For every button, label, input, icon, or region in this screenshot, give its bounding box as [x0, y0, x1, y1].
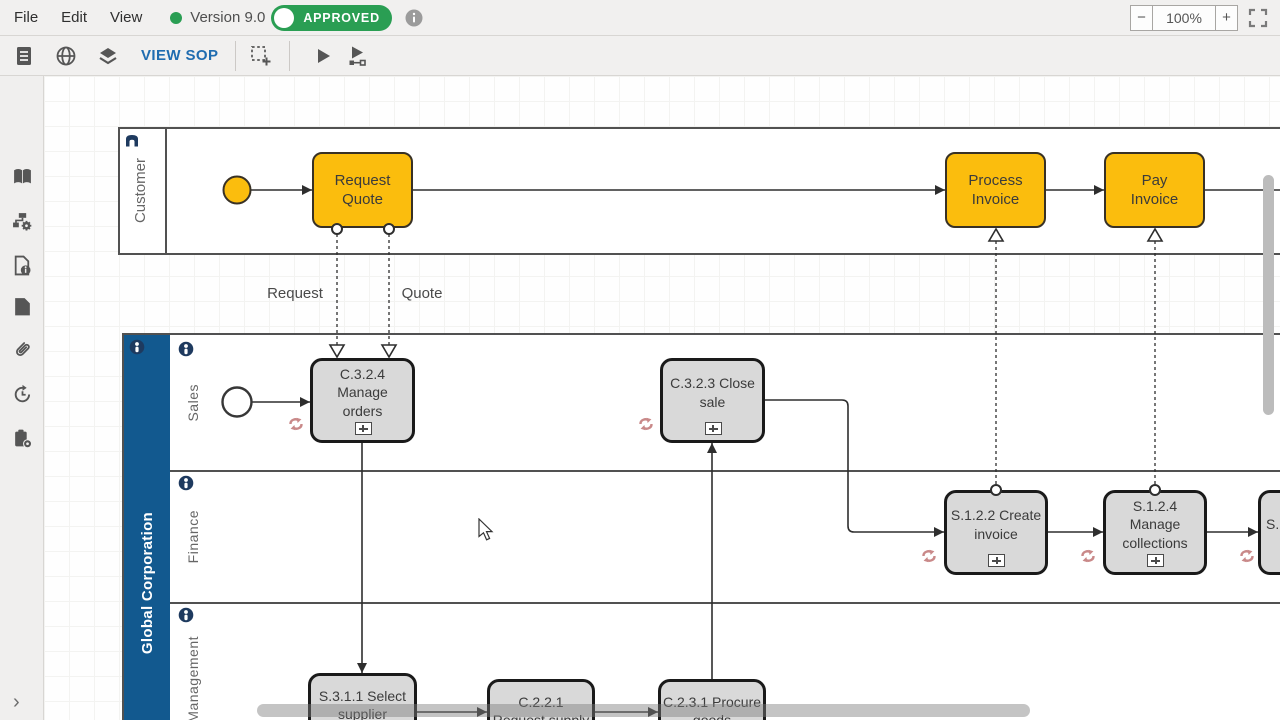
- toggle-knob: [274, 8, 294, 28]
- lane-divider: [170, 470, 1280, 472]
- subprocess-manage-collections[interactable]: S.1.2.4 Manage collections: [1103, 490, 1207, 575]
- info-icon[interactable]: [405, 9, 423, 27]
- subprocess-expand-icon[interactable]: [1147, 554, 1164, 567]
- version-indicator: Version 9.0: [170, 9, 265, 26]
- status-badge: APPROVED: [303, 11, 380, 25]
- menu-edit[interactable]: Edit: [61, 9, 87, 26]
- subprocess-expand-icon[interactable]: [988, 554, 1005, 567]
- task-label: C.3.2.3 Close sale: [670, 374, 755, 410]
- vertical-scrollbar[interactable]: [1263, 175, 1274, 415]
- clipboard-settings-icon[interactable]: [12, 428, 33, 449]
- lane-sales[interactable]: Sales: [180, 363, 206, 443]
- layers-icon[interactable]: [97, 45, 119, 67]
- subprocess-partial[interactable]: S.1 a: [1258, 490, 1280, 575]
- organization-icon: [129, 339, 145, 355]
- zoom-in-button[interactable]: +: [1215, 5, 1238, 31]
- run-process-icon[interactable]: [346, 45, 368, 67]
- menu-bar: File Edit View Version 9.0 APPROVED − 10…: [0, 0, 1280, 36]
- play-icon[interactable]: [312, 45, 334, 67]
- attachment-icon[interactable]: [12, 339, 33, 360]
- globe-icon[interactable]: [55, 45, 77, 67]
- lane-finance-icon: [178, 475, 194, 491]
- select-area-add-icon[interactable]: [250, 45, 272, 67]
- task-label: C.3.2.4 Manage orders: [313, 365, 412, 420]
- zoom-level: 100%: [1153, 5, 1215, 31]
- subprocess-manage-orders[interactable]: C.3.2.4 Manage orders: [310, 358, 415, 443]
- subprocess-create-invoice[interactable]: S.1.2.2 Create invoice: [944, 490, 1048, 575]
- task-label: S.1 a: [1266, 515, 1280, 533]
- message-label-request: Request: [262, 285, 328, 302]
- menu-view[interactable]: View: [110, 9, 142, 26]
- task-label: S.1.2.2 Create invoice: [951, 506, 1041, 542]
- view-sop-button[interactable]: VIEW SOP: [141, 47, 218, 64]
- zoom-controls: − 100% +: [1130, 5, 1268, 31]
- book-icon[interactable]: [12, 166, 33, 187]
- task-label: S.1.2.4 Manage collections: [1106, 497, 1204, 552]
- approved-status-toggle[interactable]: APPROVED: [271, 5, 392, 31]
- lane-management[interactable]: Management: [180, 614, 206, 720]
- task-label: Process Invoice: [968, 171, 1022, 210]
- zoom-out-button[interactable]: −: [1130, 5, 1153, 31]
- document-icon[interactable]: [13, 45, 35, 67]
- version-label: Version 9.0: [190, 9, 265, 26]
- expand-sidebar-chevron[interactable]: ›: [13, 692, 20, 712]
- toolbar-divider: [235, 41, 236, 71]
- version-status-dot-icon: [170, 12, 182, 24]
- pool-global-corporation-bar[interactable]: Global Corporation: [124, 335, 170, 720]
- task-process-invoice[interactable]: Process Invoice: [945, 152, 1046, 228]
- task-label: Request Quote: [335, 171, 391, 210]
- message-label-quote: Quote: [394, 285, 450, 302]
- menu-file[interactable]: File: [14, 9, 38, 26]
- subprocess-expand-icon[interactable]: [705, 422, 722, 435]
- subprocess-close-sale[interactable]: C.3.2.3 Close sale: [660, 358, 765, 443]
- process-settings-icon[interactable]: [12, 211, 33, 232]
- task-label: Pay Invoice: [1131, 171, 1179, 210]
- file-icon[interactable]: [12, 296, 33, 317]
- toolbar-divider: [289, 41, 290, 71]
- diagram-toolbar: VIEW SOP: [0, 36, 1280, 76]
- lane-sales-icon: [178, 341, 194, 357]
- pool-global-corporation-name: Global Corporation: [139, 512, 156, 654]
- lane-divider: [170, 602, 1280, 604]
- diagram-canvas[interactable]: Customer Global Corporation Sales: [44, 76, 1280, 720]
- task-pay-invoice[interactable]: Pay Invoice: [1104, 152, 1205, 228]
- subprocess-expand-icon[interactable]: [355, 422, 372, 435]
- lane-finance[interactable]: Finance: [180, 495, 206, 579]
- left-sidebar: ›: [0, 76, 44, 720]
- document-info-icon[interactable]: [12, 255, 33, 276]
- fullscreen-icon[interactable]: [1248, 8, 1268, 28]
- lane-sales-label: Sales: [185, 384, 201, 422]
- horizontal-scrollbar[interactable]: [257, 704, 1030, 717]
- lane-management-label: Management: [185, 636, 201, 720]
- lane-finance-label: Finance: [185, 510, 201, 563]
- task-request-quote[interactable]: Request Quote: [312, 152, 413, 228]
- history-icon[interactable]: [12, 383, 33, 404]
- pool-customer-name: Customer: [132, 158, 149, 223]
- pool-customer-label-strip[interactable]: Customer: [120, 129, 167, 253]
